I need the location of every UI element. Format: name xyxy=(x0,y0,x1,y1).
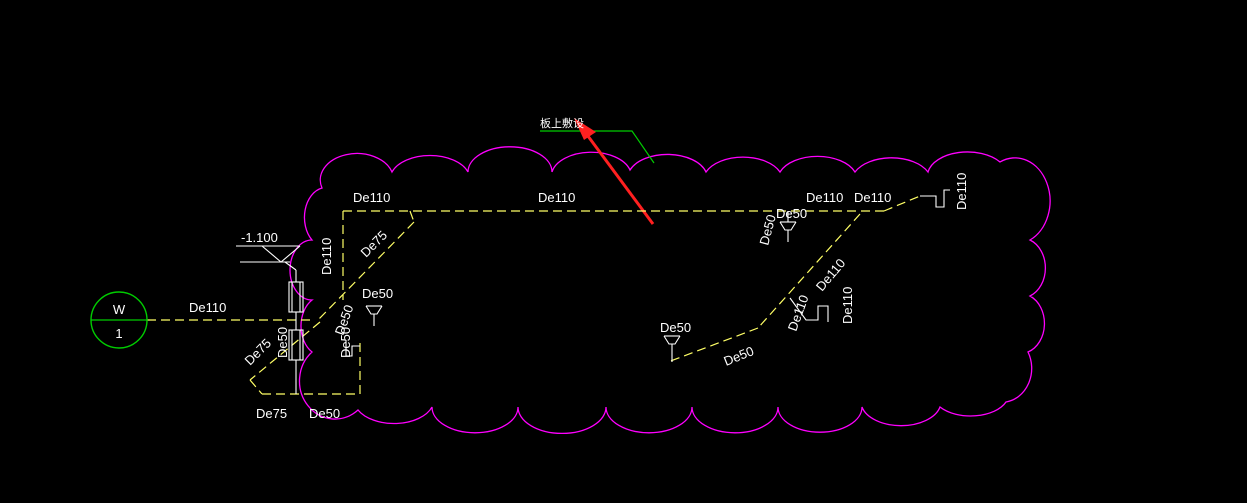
label-branch-bottom: De75 xyxy=(256,406,287,421)
label-bottom-de50: De50 xyxy=(309,406,340,421)
label-fixture-de50-mid: De50 xyxy=(660,320,691,335)
red-arrow xyxy=(574,118,655,225)
label-vert-de50-a: De50 xyxy=(275,327,290,358)
annotation-note: 板上敷设 xyxy=(540,116,584,130)
pipe-right-diag xyxy=(757,213,861,329)
label-main-inlet: De110 xyxy=(189,300,226,315)
well-marker-bottom: 1 xyxy=(115,326,122,341)
label-top-left: De110 xyxy=(353,190,390,205)
pipe-diag-de50 xyxy=(667,327,759,363)
fixtures xyxy=(236,189,950,394)
well-marker-top: W xyxy=(113,302,126,317)
label-left-vertical: De110 xyxy=(319,238,334,275)
elevation-label: -1.100 xyxy=(241,230,278,245)
label-fixture-de50-left: De50 xyxy=(362,286,393,301)
well-marker: W 1 xyxy=(90,291,148,349)
label-fixture-de50-top: De50 xyxy=(776,206,807,221)
pipe-right-end xyxy=(883,195,921,212)
label-top-right-1: De110 xyxy=(806,190,843,205)
label-top-middle: De110 xyxy=(538,190,575,205)
pipe-network xyxy=(147,195,921,395)
label-right-vertical-de110: De110 xyxy=(840,287,855,324)
label-right-end-vertical: De110 xyxy=(954,173,969,210)
pipe-branch-left xyxy=(249,321,321,381)
note-leader xyxy=(540,130,655,164)
pipe-diag-de75 xyxy=(317,221,415,321)
label-top-right-2: De110 xyxy=(854,190,891,205)
pipe-top-left-bend xyxy=(409,210,415,223)
label-vert-de50-b: De50 xyxy=(338,327,353,358)
pipe-branch-corner xyxy=(249,379,263,395)
revision-cloud xyxy=(289,146,1051,435)
